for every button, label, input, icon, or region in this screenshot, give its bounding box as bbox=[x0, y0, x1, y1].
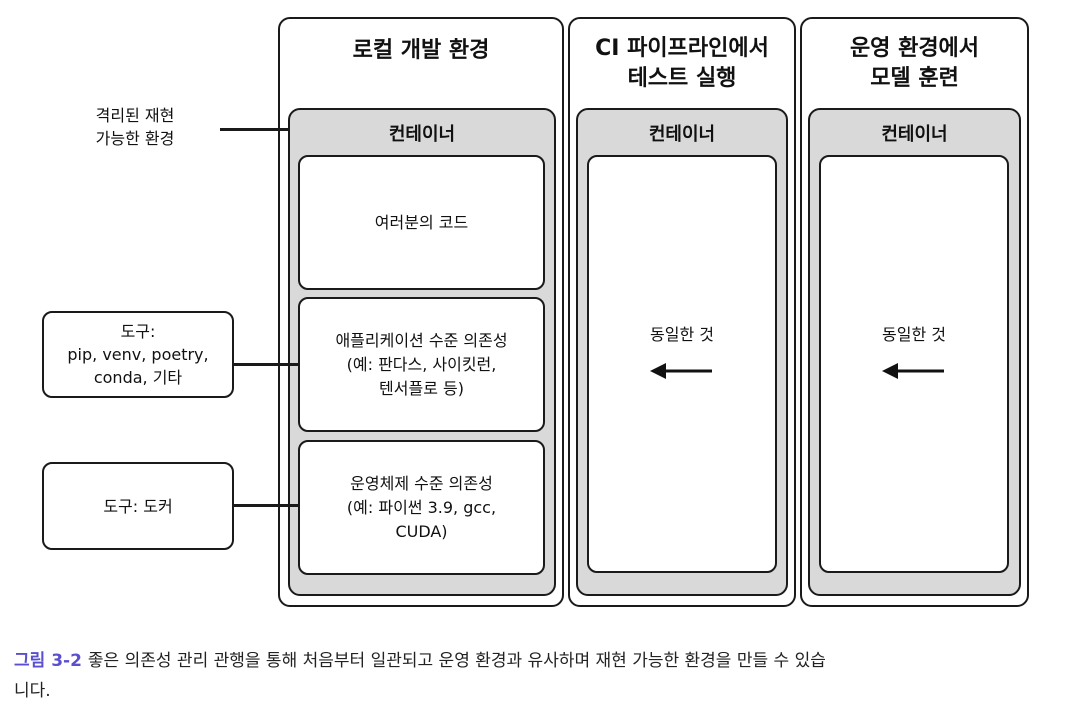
caption-line-2: 니다. bbox=[14, 681, 51, 701]
os-tools-box: 도구: 도커 bbox=[42, 462, 234, 550]
container-label: 컨테이너 bbox=[648, 124, 716, 145]
os-deps-line: CUDA) bbox=[395, 521, 448, 541]
column-title-line: 로컬 개발 환경 bbox=[352, 38, 490, 63]
app-dependencies-box: 애플리케이션 수준 의존성 (예: 판다스, 사이킷런, 텐서플로 등) bbox=[298, 297, 545, 432]
isolated-env-label: 격리된 재현 가능한 환경 bbox=[60, 104, 210, 150]
app-tools-box: 도구: pip, venv, poetry, conda, 기타 bbox=[42, 311, 234, 398]
column-title-line: 모델 훈련 bbox=[870, 66, 959, 91]
isolated-env-connector bbox=[220, 128, 288, 131]
os-dependencies-box: 운영체제 수준 의존성 (예: 파이썬 3.9, gcc, CUDA) bbox=[298, 440, 545, 575]
app-deps-line: (예: 판다스, 사이킷런, bbox=[346, 354, 497, 374]
column-title: CI 파이프라인에서 테스트 실행 bbox=[570, 31, 794, 97]
your-code-label: 여러분의 코드 bbox=[374, 212, 469, 232]
column-title: 로컬 개발 환경 bbox=[280, 31, 562, 71]
column-title-line: 테스트 실행 bbox=[627, 66, 737, 91]
isolated-env-line: 가능한 환경 bbox=[95, 129, 175, 148]
app-tools-connector bbox=[234, 363, 298, 366]
caption-figure-number: 그림 3-2 bbox=[14, 651, 82, 671]
same-label: 동일한 것 bbox=[882, 325, 946, 344]
app-tools-line: 도구: bbox=[120, 322, 156, 341]
column-title-line: CI 파이프라인에서 bbox=[595, 36, 769, 61]
same-content-box: 동일한 것 bbox=[587, 155, 777, 573]
container-label: 컨테이너 bbox=[388, 124, 456, 145]
app-tools-line: pip, venv, poetry, bbox=[67, 345, 209, 364]
left-arrow-icon bbox=[882, 363, 944, 379]
same-label: 동일한 것 bbox=[650, 325, 714, 344]
app-tools-line: conda, 기타 bbox=[93, 368, 183, 387]
os-tools-connector bbox=[234, 504, 298, 507]
os-deps-line: 운영체제 수준 의존성 bbox=[350, 473, 493, 493]
column-title: 운영 환경에서 모델 훈련 bbox=[802, 31, 1027, 97]
column-title-line: 운영 환경에서 bbox=[849, 36, 980, 61]
app-deps-line: 텐서플로 등) bbox=[379, 378, 464, 398]
os-tools-line: 도구: 도커 bbox=[103, 496, 173, 516]
app-deps-line: 애플리케이션 수준 의존성 bbox=[335, 330, 508, 350]
os-deps-line: (예: 파이썬 3.9, gcc, bbox=[346, 497, 497, 517]
left-arrow-icon bbox=[650, 363, 712, 379]
your-code-box: 여러분의 코드 bbox=[298, 155, 545, 290]
isolated-env-line: 격리된 재현 bbox=[95, 106, 175, 125]
container-label: 컨테이너 bbox=[881, 124, 948, 145]
caption-text: 좋은 의존성 관리 관행을 통해 처음부터 일관되고 운영 환경과 유사하며 재… bbox=[87, 651, 826, 671]
same-content-box: 동일한 것 bbox=[819, 155, 1009, 573]
